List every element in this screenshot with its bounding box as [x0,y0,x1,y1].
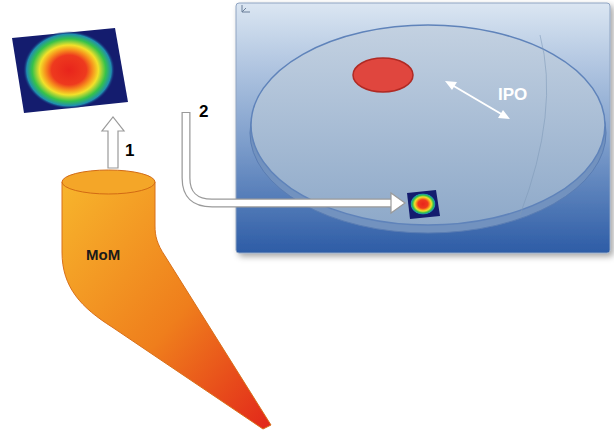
field-pattern [23,31,115,109]
axis-icon [242,5,250,12]
callout-number: 2 [199,103,208,122]
horn-body [62,182,271,429]
software-panel [236,3,610,253]
reflector-dish [251,25,605,225]
method-label: MoM [86,247,120,264]
arrow-two [186,112,405,213]
subreflector [353,58,413,92]
callout-number: 1 [125,142,134,161]
near-field-plane [12,28,128,113]
arrow-one [102,117,124,168]
horn-antenna [62,170,271,429]
method-label: IPO [498,86,527,105]
panel-background [236,3,610,253]
field-patch [407,190,440,219]
plane-background [12,28,128,113]
horn-aperture [62,170,155,194]
dish-seam [520,35,547,215]
